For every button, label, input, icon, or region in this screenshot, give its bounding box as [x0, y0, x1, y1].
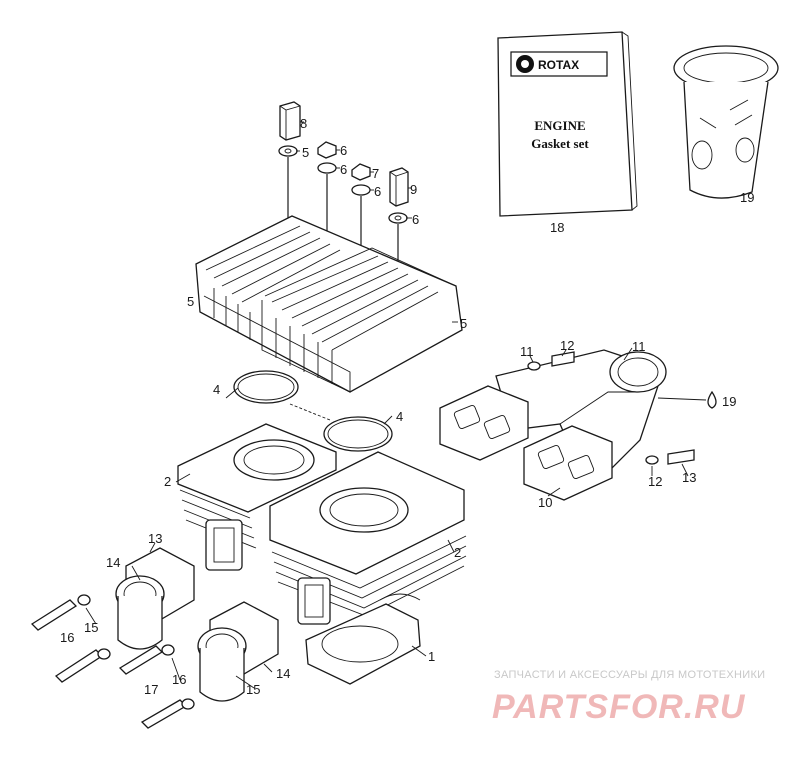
callout-12: 12: [560, 338, 574, 353]
callout-10: 11: [632, 339, 646, 354]
gasket-set-book[interactable]: ROTAX ENGINE Gasket set: [497, 31, 638, 217]
callout-5: 5: [187, 294, 194, 309]
cylinder-heads[interactable]: [195, 215, 463, 393]
callout-14: 15: [246, 682, 260, 697]
callout-2: 2: [164, 474, 171, 489]
watermark-site: PARTSFOR.RU: [492, 688, 746, 726]
callout-16: 17: [144, 682, 158, 697]
base-gasket[interactable]: [305, 603, 421, 685]
callout-7: 6: [340, 143, 347, 158]
callout-7: 7: [372, 166, 379, 181]
callout-4: 4: [213, 382, 220, 397]
exhaust-gaskets[interactable]: [439, 385, 613, 501]
callout-labels: 8 5 6 6 7 6 9 6 5 5 4 4 2 2 1 11 12 11 1…: [60, 116, 754, 697]
callout-18: 19: [740, 190, 754, 205]
exhaust-bolts[interactable]: [527, 351, 695, 465]
drop-icon: [707, 390, 717, 409]
callout-17: 18: [550, 220, 564, 235]
exhaust-manifold[interactable]: [495, 349, 667, 471]
head-o-rings[interactable]: [233, 370, 393, 452]
intake-bolts[interactable]: [30, 594, 195, 729]
callout-1: 1: [428, 649, 435, 664]
intake-flanges[interactable]: [115, 547, 279, 702]
callout-6: 6: [412, 212, 419, 227]
watermark-tagline: ЗАПЧАСТИ И АКСЕССУАРЫ ДЛЯ МОТОТЕХНИКИ: [494, 669, 765, 681]
callout-9: 10: [538, 495, 552, 510]
callout-15: 15: [84, 620, 98, 635]
callout-13: 13: [148, 531, 162, 546]
callout-15: 16: [172, 672, 186, 687]
callout-11: 11: [520, 344, 534, 359]
book-title-line2: Gasket set: [531, 136, 589, 151]
cylinder-liner[interactable]: [673, 45, 779, 199]
callout-4: 4: [396, 409, 403, 424]
callout-11: 12: [648, 474, 662, 489]
callout-6: 6: [374, 184, 381, 199]
book-title-line1: ENGINE: [534, 118, 585, 133]
callout-5: 5: [460, 316, 467, 331]
cylinders[interactable]: [177, 423, 467, 625]
book-brand: ROTAX: [538, 58, 579, 72]
callout-2: 2: [454, 545, 461, 560]
callout-8: 9: [410, 182, 417, 197]
callout-6: 6: [340, 162, 347, 177]
callout-6: 5: [302, 145, 309, 160]
callout-14: 14: [106, 555, 120, 570]
callout-16: 16: [60, 630, 74, 645]
callout-13: 14: [276, 666, 290, 681]
cooling-fins: [205, 225, 439, 384]
leader-lines: [85, 121, 707, 689]
watermark: ЗАПЧАСТИ И АКСЕССУАРЫ ДЛЯ МОТОТЕХНИКИ PA…: [492, 669, 765, 726]
callout-8: 8: [300, 116, 307, 131]
callout-19: 19: [722, 394, 736, 409]
callout-12: 13: [682, 470, 696, 485]
